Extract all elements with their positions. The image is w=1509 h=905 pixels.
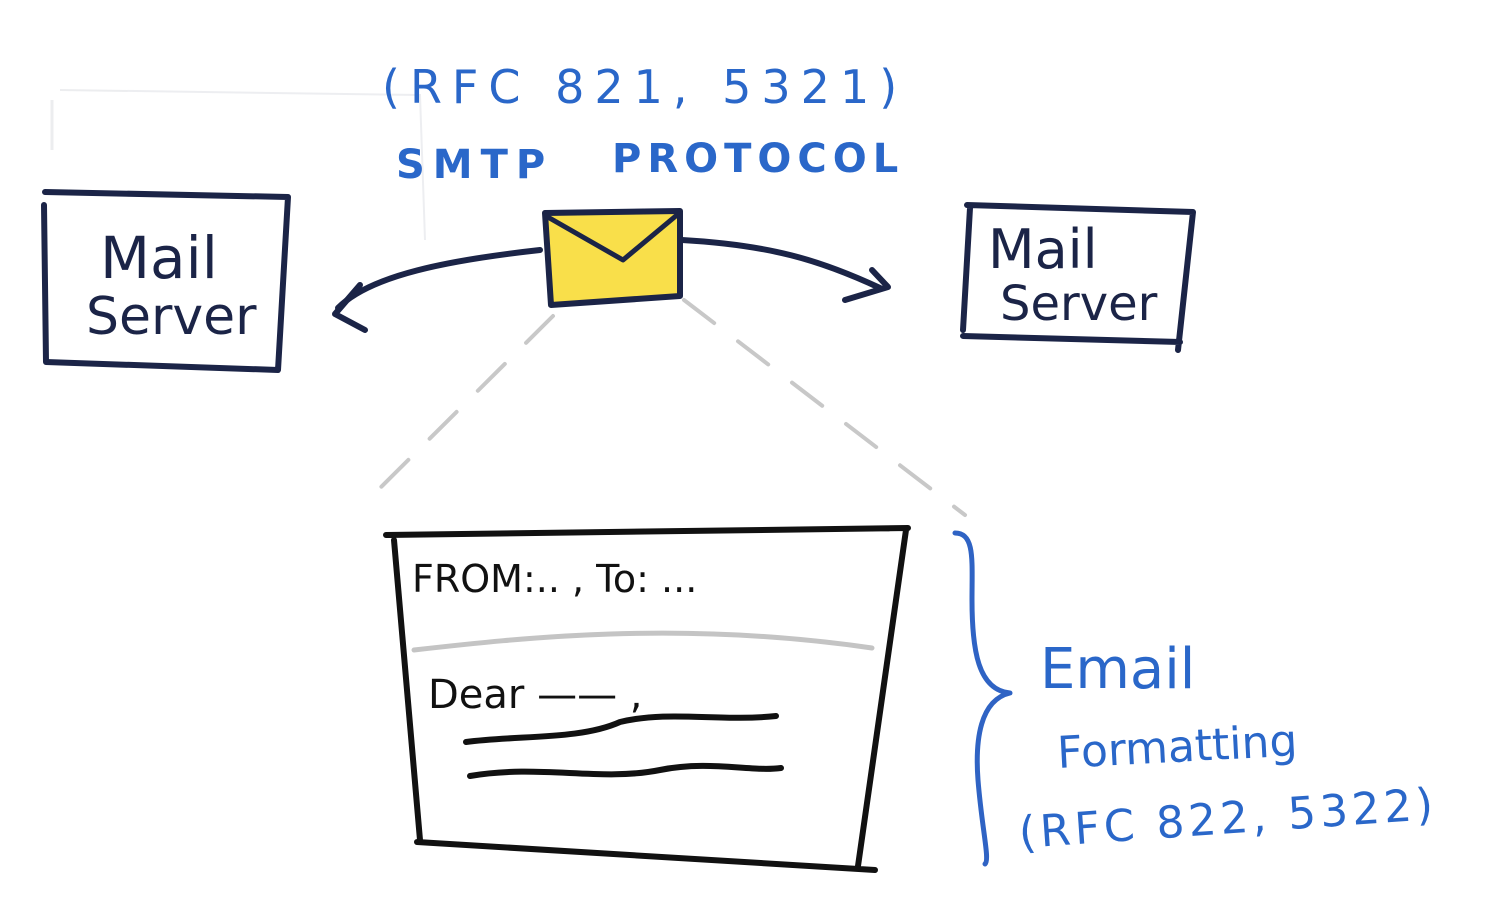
zoom-line-right (682, 298, 967, 517)
protocol-name-smtp: SMTP (396, 142, 553, 188)
formatting-line1: Email (1040, 637, 1195, 702)
right-arrow-head (842, 267, 891, 303)
formatting-line3: (RFC 822, 5322) (1017, 779, 1438, 859)
protocol-rfc-label: (RFC 821, 5321) (382, 60, 907, 114)
left-server-line2: Server (86, 287, 257, 347)
formatting-line2: Formatting (1056, 715, 1299, 779)
right-arrow-curve (679, 237, 883, 291)
left-server-box (41, 189, 291, 373)
left-arrow-curve (335, 247, 543, 311)
right-server-box (960, 202, 1196, 353)
left-mail-server: Mail Server (41, 189, 291, 373)
email-greeting: Dear —— , (428, 672, 643, 718)
formatting-brace (952, 530, 1013, 867)
right-mail-server: Mail Server (960, 202, 1196, 353)
envelope-flap (543, 212, 680, 263)
email-document: FROM:.. , To: ... Dear —— , (383, 525, 911, 873)
email-body-line-2 (467, 762, 784, 779)
email-body-line-1 (463, 713, 779, 745)
right-server-line2: Server (1000, 276, 1158, 332)
email-document-frame (383, 525, 911, 873)
left-server-line1: Mail (100, 224, 218, 292)
email-header-divider (411, 630, 875, 653)
protocol-name-protocol: PROTOCOL (612, 136, 904, 182)
envelope-icon (542, 208, 683, 308)
zoom-line-left (366, 314, 555, 502)
ghost-traces (50, 89, 426, 241)
right-server-line1: Mail (988, 218, 1098, 281)
left-arrow-head (332, 282, 368, 333)
email-header: FROM:.. , To: ... (412, 557, 697, 601)
